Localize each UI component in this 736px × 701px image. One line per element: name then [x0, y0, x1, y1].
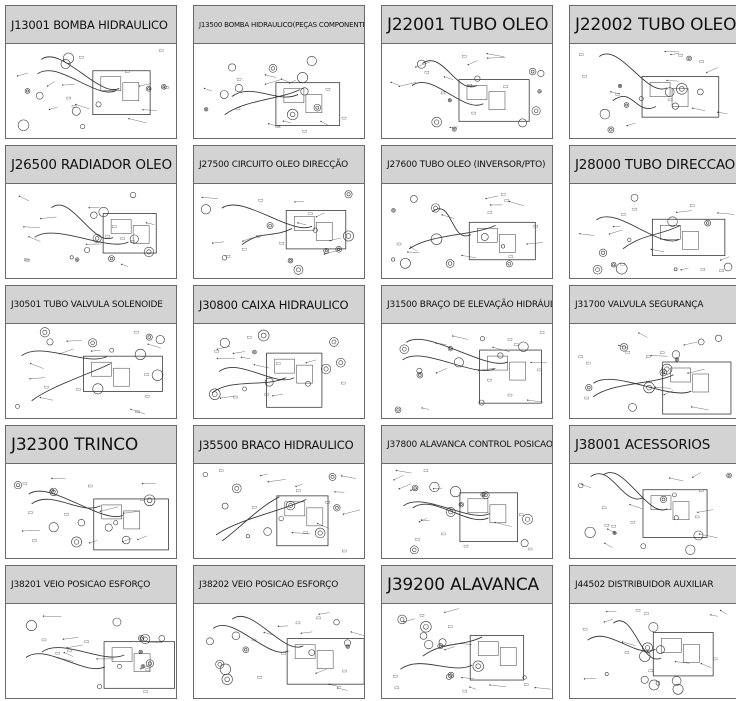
card-title: J28000 TUBO DIRECCAO: [570, 146, 736, 184]
catalog-card-j22002[interactable]: J22002 TUBO OLEO: [569, 5, 736, 139]
catalog-card-j13001[interactable]: J13001 BOMBA HIDRAULICO: [5, 5, 177, 139]
exploded-parts-diagram-icon: [570, 324, 736, 418]
exploded-parts-diagram-icon: [570, 464, 736, 558]
exploded-parts-diagram-icon: [6, 324, 176, 418]
card-title: J22002 TUBO OLEO: [570, 6, 736, 44]
catalog-card-j38001[interactable]: J38001 ACESSORIOS: [569, 425, 736, 559]
catalog-card-j30501[interactable]: J30501 TUBO VALVULA SOLENOIDE: [5, 285, 177, 419]
card-title: J26500 RADIADOR OLEO: [6, 146, 176, 184]
exploded-parts-diagram-icon: [194, 604, 364, 698]
exploded-parts-diagram-icon: [570, 604, 736, 698]
catalog-card-j30800[interactable]: J30800 CAIXA HIDRAULICO: [193, 285, 365, 419]
catalog-card-j35500[interactable]: J35500 BRACO HIDRAULICO: [193, 425, 365, 559]
card-title: J13500 BOMBA HIDRAULICO(PEÇAS COMPONENTE…: [194, 6, 364, 44]
catalog-card-j38201[interactable]: J38201 VEIO POSICAO ESFORÇO: [5, 565, 177, 699]
card-title: J44502 DISTRIBUIDOR AUXILIAR: [570, 566, 736, 604]
exploded-parts-diagram-icon: [194, 324, 364, 418]
exploded-parts-diagram-icon: [6, 604, 176, 698]
catalog-card-j44502[interactable]: J44502 DISTRIBUIDOR AUXILIAR: [569, 565, 736, 699]
catalog-card-j37800[interactable]: J37800 ALAVANCA CONTROL POSICAO: [381, 425, 553, 559]
exploded-parts-diagram-icon: [382, 184, 552, 278]
exploded-parts-diagram-icon: [382, 604, 552, 698]
card-title: J22001 TUBO OLEO: [382, 6, 552, 44]
exploded-parts-diagram-icon: [194, 44, 364, 138]
card-title: J27600 TUBO OLEO (INVERSOR/PTO): [382, 146, 552, 184]
card-title: J37800 ALAVANCA CONTROL POSICAO: [382, 426, 552, 464]
exploded-parts-diagram-icon: [382, 464, 552, 558]
catalog-card-j39200[interactable]: J39200 ALAVANCA: [381, 565, 553, 699]
card-title: J32300 TRINCO: [6, 426, 176, 464]
exploded-parts-diagram-icon: [6, 184, 176, 278]
catalog-card-j31500[interactable]: J31500 BRAÇO DE ELEVAÇÃO HIDRÁULICO: [381, 285, 553, 419]
exploded-parts-diagram-icon: [194, 184, 364, 278]
card-title: J38001 ACESSORIOS: [570, 426, 736, 464]
exploded-parts-diagram-icon: [570, 44, 736, 138]
card-title: J39200 ALAVANCA: [382, 566, 552, 604]
exploded-parts-diagram-icon: [382, 44, 552, 138]
card-title: J35500 BRACO HIDRAULICO: [194, 426, 364, 464]
catalog-card-j22001[interactable]: J22001 TUBO OLEO: [381, 5, 553, 139]
card-title: J31700 VALVULA SEGURANÇA: [570, 286, 736, 324]
exploded-parts-diagram-icon: [6, 44, 176, 138]
catalog-card-j38202[interactable]: J38202 VEIO POSICAO ESFORÇO: [193, 565, 365, 699]
catalog-card-j13500[interactable]: J13500 BOMBA HIDRAULICO(PEÇAS COMPONENTE…: [193, 5, 365, 139]
catalog-card-j27600[interactable]: J27600 TUBO OLEO (INVERSOR/PTO): [381, 145, 553, 279]
exploded-parts-diagram-icon: [570, 184, 736, 278]
card-title: J38201 VEIO POSICAO ESFORÇO: [6, 566, 176, 604]
card-title: J30501 TUBO VALVULA SOLENOIDE: [6, 286, 176, 324]
catalog-card-j32300[interactable]: J32300 TRINCO: [5, 425, 177, 559]
catalog-card-j31700[interactable]: J31700 VALVULA SEGURANÇA: [569, 285, 736, 419]
catalog-card-j27500[interactable]: J27500 CIRCUITO OLEO DIRECÇÃO: [193, 145, 365, 279]
catalog-card-j28000[interactable]: J28000 TUBO DIRECCAO: [569, 145, 736, 279]
exploded-parts-diagram-icon: [194, 464, 364, 558]
card-title: J27500 CIRCUITO OLEO DIRECÇÃO: [194, 146, 364, 184]
card-title: J13001 BOMBA HIDRAULICO: [6, 6, 176, 44]
card-title: J38202 VEIO POSICAO ESFORÇO: [194, 566, 364, 604]
exploded-parts-diagram-icon: [382, 324, 552, 418]
exploded-parts-diagram-icon: [6, 464, 176, 558]
catalog-card-j26500[interactable]: J26500 RADIADOR OLEO: [5, 145, 177, 279]
card-title: J30800 CAIXA HIDRAULICO: [194, 286, 364, 324]
card-title: J31500 BRAÇO DE ELEVAÇÃO HIDRÁULICO: [382, 286, 552, 324]
